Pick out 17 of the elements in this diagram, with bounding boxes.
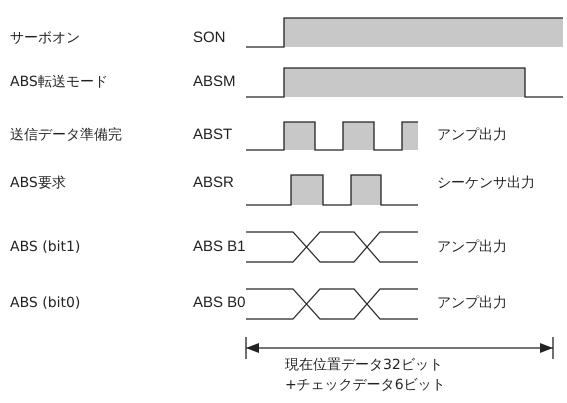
signal-name: ABSR [193, 174, 234, 192]
signal-name: ABS B1 [193, 238, 246, 256]
output-source-label: アンプ出力 [437, 126, 507, 144]
signal-description: サーボオン [10, 29, 80, 47]
signal-name: ABS B0 [193, 294, 246, 312]
output-source-label: アンプ出力 [437, 294, 507, 312]
signal-name: ABSM [193, 73, 236, 91]
signal-description: 送信データ準備完 [10, 126, 122, 144]
signal-description: ABS要求 [10, 174, 66, 192]
signal-name: SON [193, 29, 226, 47]
signal-description: ABS (bit0) [10, 294, 80, 312]
signal-description: ABS (bit1) [10, 238, 80, 256]
output-source-label: アンプ出力 [437, 238, 507, 256]
dimension-note: 現在位置データ32ビット +チェックデータ6ビット [285, 356, 447, 395]
signal-name: ABST [193, 126, 232, 144]
signal-description: ABS転送モード [10, 73, 108, 91]
output-source-label: シーケンサ出力 [437, 174, 535, 192]
